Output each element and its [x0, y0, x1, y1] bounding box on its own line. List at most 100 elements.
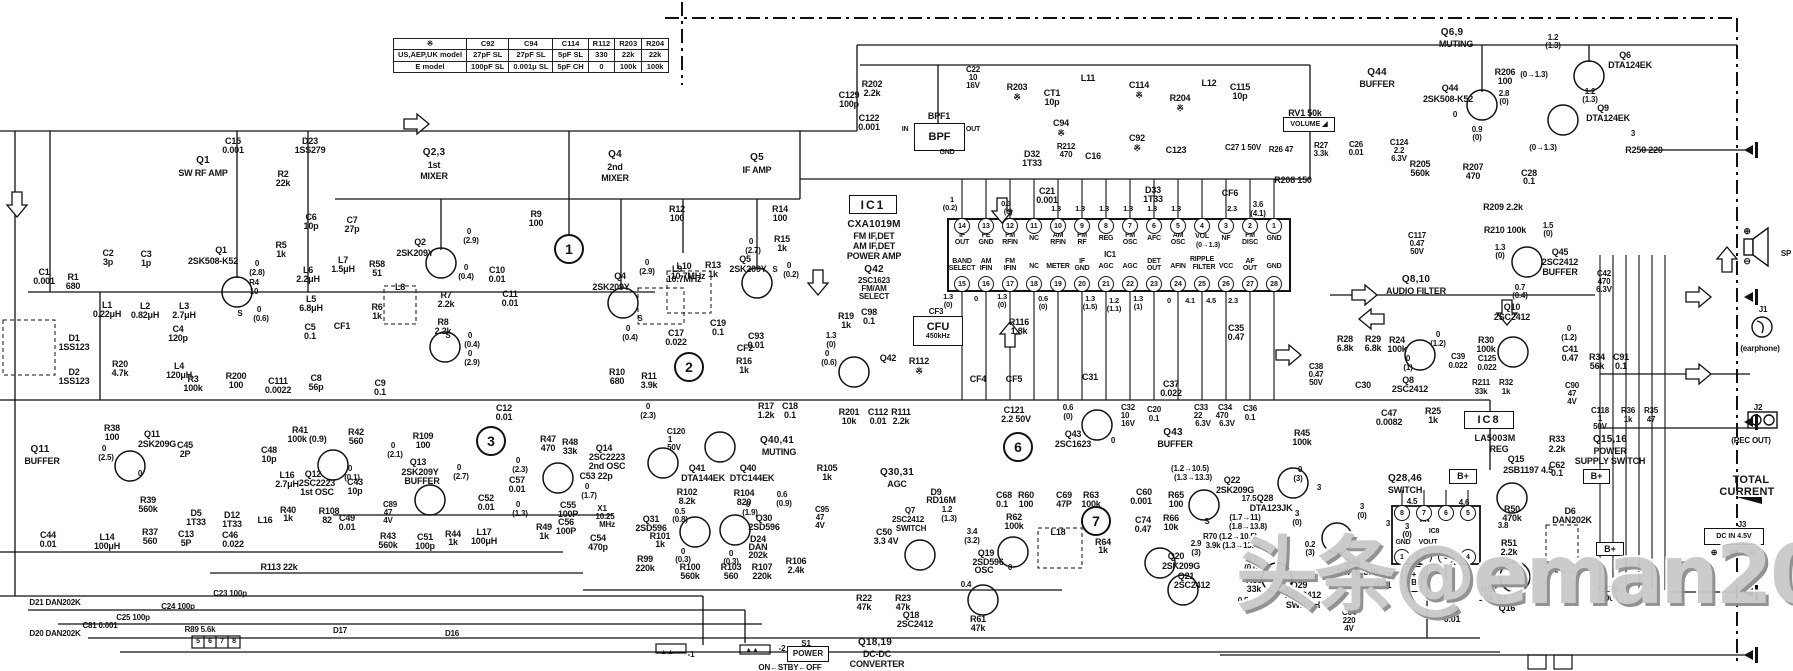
component-label: R250 220 — [1625, 145, 1663, 155]
component-label: L5 — [305, 294, 317, 304]
component-label: R104 — [733, 488, 755, 498]
component-label: MIXER — [420, 171, 448, 181]
component-label: 100P — [555, 526, 577, 536]
ic-pin: 28 — [1266, 276, 1282, 292]
component-label: AF — [1245, 258, 1255, 265]
component-label: Q20 — [1167, 551, 1185, 561]
component-label: OUT — [1242, 265, 1258, 272]
component-label: 100 — [669, 213, 685, 223]
component-label: Q43 — [1064, 429, 1082, 439]
component-label: (1.7→11) — [1229, 513, 1261, 522]
component-label: 0.001 — [33, 276, 55, 286]
component-label: 2SC2412 — [896, 619, 934, 629]
component-label: 6.3V — [1391, 154, 1407, 163]
component-label: R34 — [1589, 352, 1605, 362]
component-label: (2.1) — [387, 450, 403, 459]
component-label: S — [772, 265, 778, 274]
component-label: Q5 — [739, 254, 751, 264]
component-label: 3 — [1434, 567, 1440, 576]
component-label: -2 — [778, 644, 786, 653]
component-label: 0.001 — [222, 145, 244, 155]
component-label: 10 — [968, 73, 978, 82]
component-label: R89 5.6k — [184, 625, 216, 634]
component-label: ※ — [915, 366, 923, 376]
ic-pin: 22 — [1122, 276, 1138, 292]
ic-pin: 11 — [1026, 218, 1042, 234]
ic-pin: 16 — [978, 276, 994, 292]
component-label: 1k — [1623, 415, 1633, 424]
component-label: 10p — [1232, 91, 1248, 101]
component-label: C9 — [374, 378, 386, 388]
component-label: FM — [1077, 232, 1087, 239]
component-label: Q1 — [215, 245, 227, 255]
component-label: C92 — [1129, 133, 1145, 143]
component-label: 100k — [1476, 344, 1496, 354]
component-label: R211 — [1472, 378, 1490, 387]
component-label: R39 — [140, 495, 156, 505]
component-label: 1.2k — [757, 410, 775, 420]
component-label: 100 — [1018, 499, 1034, 509]
ic-pin: 1 — [1394, 549, 1410, 565]
component-label: C122 — [858, 113, 880, 123]
component-label: R202 — [861, 79, 883, 89]
component-label: (1) — [1133, 302, 1143, 311]
component-label: DTA123JK — [1336, 567, 1380, 577]
component-label: (3.2) — [964, 536, 980, 545]
component-label: C12 — [496, 403, 512, 413]
component-label: R58 — [369, 259, 385, 269]
component-label: 3 — [1294, 509, 1300, 518]
component-label: C117 — [1408, 231, 1426, 240]
component-label: Q44 — [1441, 83, 1459, 93]
component-label: Q1 — [196, 155, 210, 166]
component-label: 0.001 — [1036, 195, 1058, 205]
component-label: POWER AMP — [846, 251, 902, 261]
component-label: 0.01 — [747, 340, 765, 350]
component-label: 560 — [723, 571, 739, 581]
component-label: L14 — [99, 532, 115, 542]
component-label: 3 — [1316, 483, 1322, 492]
component-label: IF — [1079, 258, 1085, 265]
component-label: SWITCH — [1387, 485, 1423, 495]
component-label: 0.47 — [1308, 370, 1324, 379]
component-label: C50 — [876, 527, 892, 537]
component-label: C16 — [1085, 151, 1101, 161]
component-label: R103 — [720, 562, 742, 572]
component-label: AM — [1052, 232, 1064, 239]
component-label: (3) — [1305, 548, 1315, 557]
component-label: R25 — [1425, 406, 1441, 416]
component-label: 1k — [777, 243, 787, 253]
component-label: 1k — [739, 365, 749, 375]
component-label: CF1 — [333, 321, 351, 331]
component-label: 0 — [467, 331, 473, 340]
component-label: 100 — [772, 213, 788, 223]
component-label: 4.5 — [1406, 497, 1418, 506]
component-label: 1k — [283, 513, 293, 523]
component-label: 0.1 — [1148, 414, 1160, 423]
component-label: 1.5 — [1542, 221, 1554, 230]
component-label: R107 — [751, 562, 773, 572]
component-label: 4V — [815, 521, 825, 530]
ic1-top-pin-stubs — [961, 179, 1275, 219]
component-label: 0 — [256, 305, 262, 314]
component-label: 1.5μH — [331, 264, 355, 274]
component-label: (0) — [1472, 133, 1482, 142]
component-label: C24 100p — [161, 602, 195, 611]
component-label: 0.7 — [1514, 283, 1526, 292]
component-label: 100 — [1497, 76, 1513, 86]
component-label: L10 — [676, 261, 692, 271]
component-label: 56k — [1589, 361, 1605, 371]
component-label: 47k — [895, 602, 911, 612]
component-label: SELECT — [948, 265, 976, 272]
component-label: R14 — [772, 204, 788, 214]
component-label: SWITCH — [1285, 600, 1321, 610]
component-label: MUTING — [1438, 39, 1474, 49]
component-label: AM IF,DET — [852, 241, 896, 251]
component-label: 0 — [1452, 110, 1458, 119]
component-label: (1.9) — [742, 508, 758, 517]
component-label: 2.3 — [1228, 296, 1238, 305]
component-label: C64 — [1341, 608, 1357, 617]
component-label: 0.1 — [1615, 361, 1627, 371]
component-label: R27 — [1313, 141, 1329, 150]
component-label: 4V — [1344, 624, 1354, 633]
component-label: (1.2) — [1430, 339, 1446, 348]
